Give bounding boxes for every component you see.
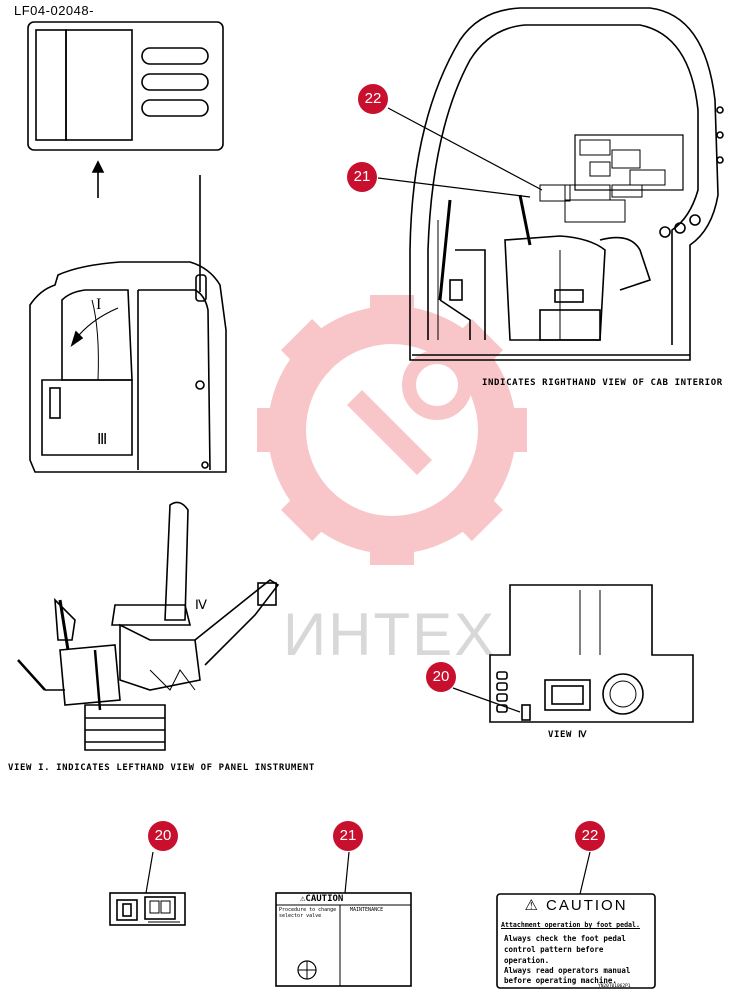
label-22-code: YN20T01062P1 (598, 984, 631, 989)
caption-righthand-view: INDICATES RIGHTHAND VIEW OF CAB INTERIOR (482, 378, 723, 388)
document-code: LF04-02048- (14, 3, 94, 18)
label-21-left-line-2: selector valve (279, 913, 322, 919)
callout-22-label: 22 (575, 821, 605, 851)
callout-22-cab: 22 (358, 84, 388, 114)
label-21-left-line-1: Procedure to change (279, 907, 337, 913)
label-22-line-6: before operating machine. (504, 976, 617, 985)
label-22-box (496, 893, 656, 989)
label-21-right-heading: MAINTENANCE (350, 907, 384, 913)
cab-exterior (29, 261, 227, 473)
label-22-title: ⚠ CAUTION (524, 897, 628, 914)
callout-21-label: 21 (333, 821, 363, 851)
seat-assembly (17, 501, 280, 751)
cab-interior (409, 7, 724, 361)
callout-21-cab: 21 (347, 162, 377, 192)
label-22-line-1: Attachment operation by foot pedal. (501, 921, 640, 929)
label-22-line-5: Always read operators manual (504, 966, 631, 975)
callout-20-label: 20 (148, 821, 178, 851)
label-21-box (275, 892, 412, 987)
label-21-title: ⚠CAUTION (300, 894, 344, 904)
label-22-line-2: Always check the foot pedal (504, 934, 626, 943)
label-22-line-4: operation. (504, 956, 550, 965)
marker-iii: Ⅲ (97, 432, 108, 448)
label-22-line-3: control pattern before (504, 945, 604, 954)
callout-20-view-iv: 20 (426, 662, 456, 692)
window-panel-detail (27, 21, 224, 151)
caption-lefthand-view: VIEW I. INDICATES LEFTHAND VIEW OF PANEL… (8, 763, 315, 773)
watermark-text: ИНТЕХ (283, 601, 497, 668)
label-20 (109, 892, 186, 926)
marker-iv: Ⅳ (195, 597, 207, 612)
view-iv-panel (489, 584, 694, 723)
marker-i: I (96, 296, 102, 313)
caption-view-iv: VIEW Ⅳ (548, 730, 587, 740)
